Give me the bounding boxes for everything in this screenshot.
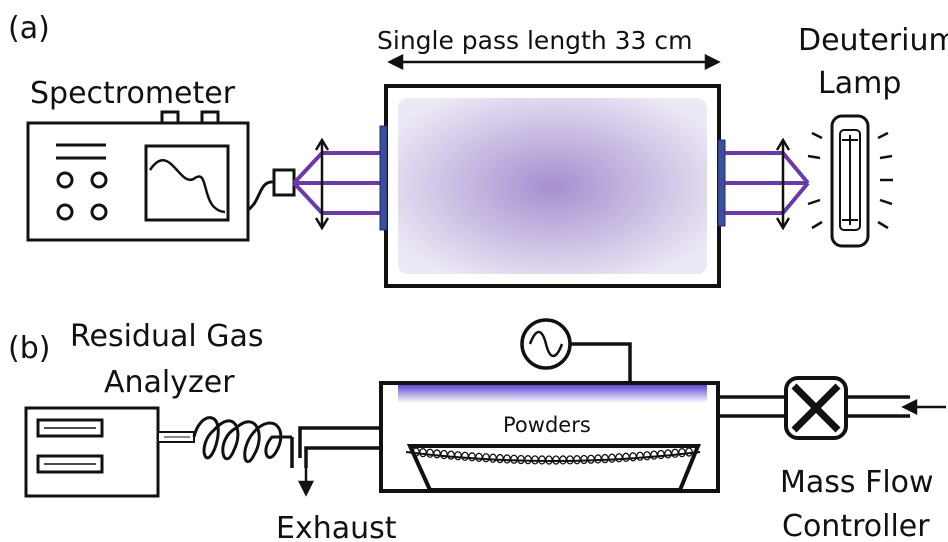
right-window	[717, 139, 726, 227]
exhaust-tee-lines	[290, 426, 380, 468]
fiber-cable	[247, 180, 276, 212]
deuterium-lamp-icon	[830, 114, 870, 248]
left-window	[379, 125, 388, 231]
rga-label-line2: Analyzer	[104, 365, 235, 400]
spectrometer-label: Spectrometer	[30, 76, 236, 111]
rf-power-source-icon	[520, 318, 572, 370]
powder-bead	[685, 447, 693, 457]
plasma-chamber-a	[379, 84, 726, 288]
spectrometer-icon	[26, 110, 250, 242]
single-pass-length-label: Single pass length 33 cm	[377, 26, 692, 55]
deuterium-lamp-label-line1: Deuterium	[798, 23, 948, 58]
right-beam-paths	[725, 151, 810, 215]
panel-b-label: (b)	[8, 331, 50, 366]
lamp-glow-rays	[807, 131, 893, 230]
plasma-chamber-b	[379, 381, 720, 493]
mfc-gas-lines	[718, 395, 910, 418]
right-lens	[775, 137, 791, 231]
deuterium-lamp-label-line2: Lamp	[818, 66, 901, 101]
rf-feed-line	[570, 342, 632, 383]
single-pass-length-arrow	[387, 53, 721, 71]
fiber-coupler	[272, 168, 296, 197]
powder-beads	[412, 447, 693, 465]
mfc-label-line2: Controller	[782, 509, 930, 542]
coiled-tube	[192, 416, 292, 464]
mass-flow-controller-icon	[784, 376, 848, 440]
mfc-label-line1: Mass Flow	[780, 465, 934, 500]
left-lens	[314, 137, 330, 231]
left-beam-paths	[292, 151, 384, 215]
panel-a-label: (a)	[8, 11, 50, 46]
residual-gas-analyzer-icon	[24, 406, 160, 498]
gas-inlet-arrow	[901, 398, 946, 416]
powders-label: Powders	[503, 413, 591, 437]
exhaust-arrow	[297, 468, 315, 497]
plasma-glow-strip	[398, 385, 707, 403]
rga-label-line1: Residual Gas	[70, 319, 264, 354]
exhaust-label: Exhaust	[276, 511, 397, 542]
